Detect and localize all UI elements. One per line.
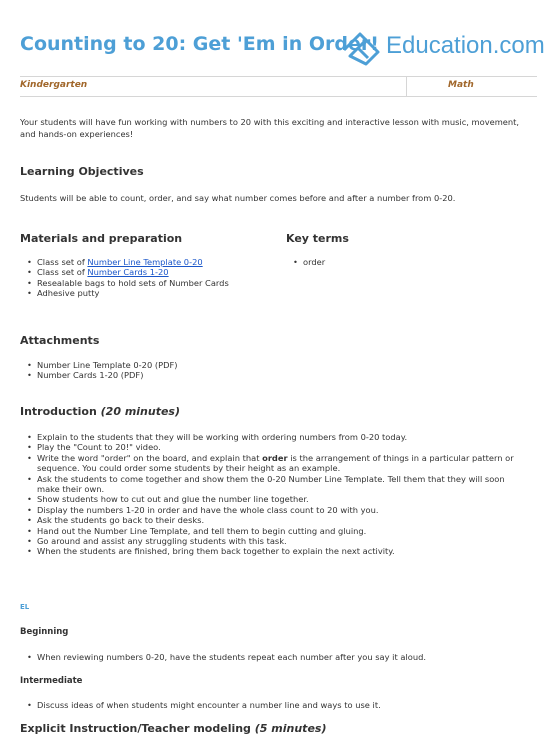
beginning-heading: Beginning xyxy=(20,627,69,637)
section-duration: (20 minutes) xyxy=(100,405,181,418)
item-text: Write the word "order" on the board, and… xyxy=(37,452,263,463)
logo-text: Education.com xyxy=(386,32,545,59)
subject-label: Math xyxy=(448,80,474,90)
lesson-meta-bar: Kindergarten Math xyxy=(20,76,537,97)
attachment-item: Number Cards 1-20 (PDF) xyxy=(20,370,420,381)
page-title: Counting to 20: Get 'Em in Order! xyxy=(20,33,379,55)
intermediate-list: Discuss ideas of when students might enc… xyxy=(20,700,528,711)
section-title: Introduction xyxy=(20,405,97,418)
list-item: Ask the students go back to their desks. xyxy=(20,515,528,526)
list-item: Class set of Number Cards 1-20 xyxy=(20,267,280,278)
explicit-instruction-heading: Explicit Instruction/Teacher modeling (5… xyxy=(20,722,326,735)
materials-heading: Materials and preparation xyxy=(20,232,183,245)
intermediate-heading: Intermediate xyxy=(20,676,83,686)
meta-divider xyxy=(406,77,407,96)
item-text: is the arrangement of things in a partic… xyxy=(37,452,514,474)
introduction-heading: Introduction (20 minutes) xyxy=(20,405,180,418)
item-text: Class set of xyxy=(37,267,88,278)
education-com-logo[interactable]: Education.com xyxy=(340,26,550,66)
list-item: Adhesive putty xyxy=(20,288,280,299)
grade-label: Kindergarten xyxy=(20,80,88,90)
item-text: Class set of xyxy=(37,257,88,267)
beginning-list: When reviewing numbers 0-20, have the st… xyxy=(20,652,528,663)
intro-paragraph: Your students will have fun working with… xyxy=(20,117,520,139)
list-item: Discuss ideas of when students might enc… xyxy=(20,700,528,711)
introduction-list: Explain to the students that they will b… xyxy=(20,432,528,557)
term-order: order xyxy=(262,452,288,463)
objectives-text: Students will be able to count, order, a… xyxy=(20,193,456,203)
objectives-heading: Learning Objectives xyxy=(20,165,144,178)
attachments-heading: Attachments xyxy=(20,334,100,347)
list-item: Explain to the students that they will b… xyxy=(20,432,528,443)
list-item: Ask the students to come together and sh… xyxy=(20,474,528,495)
number-line-template-link[interactable]: Number Line Template 0-20 xyxy=(87,257,203,267)
page-header: Counting to 20: Get 'Em in Order! Educat… xyxy=(0,0,557,75)
key-terms-list: order xyxy=(286,257,486,268)
attachment-item: Number Line Template 0-20 (PDF) xyxy=(20,360,420,371)
materials-list: Class set of Number Line Template 0-20 C… xyxy=(20,257,280,299)
list-item: Go around and assist any struggling stud… xyxy=(20,536,528,547)
logo-mark-icon xyxy=(342,32,380,66)
list-item: When reviewing numbers 0-20, have the st… xyxy=(20,652,528,663)
key-terms-heading: Key terms xyxy=(286,232,349,245)
list-item: Hand out the Number Line Template, and t… xyxy=(20,526,528,537)
list-item: When the students are finished, bring th… xyxy=(20,546,528,557)
list-item: Display the numbers 1-20 in order and ha… xyxy=(20,505,528,516)
number-cards-link[interactable]: Number Cards 1-20 xyxy=(87,267,169,278)
list-item: Play the "Count to 20!" video. xyxy=(20,442,528,453)
list-item: Class set of Number Line Template 0-20 xyxy=(20,257,280,268)
section-title: Explicit Instruction/Teacher modeling xyxy=(20,722,251,735)
list-item: Resealable bags to hold sets of Number C… xyxy=(20,278,280,289)
el-label: EL xyxy=(20,603,30,611)
section-duration: (5 minutes) xyxy=(254,722,327,735)
key-term-item: order xyxy=(286,257,486,268)
list-item: Write the word "order" on the board, and… xyxy=(20,453,528,474)
attachments-list: Number Line Template 0-20 (PDF) Number C… xyxy=(20,360,420,381)
list-item: Show students how to cut out and glue th… xyxy=(20,494,528,505)
